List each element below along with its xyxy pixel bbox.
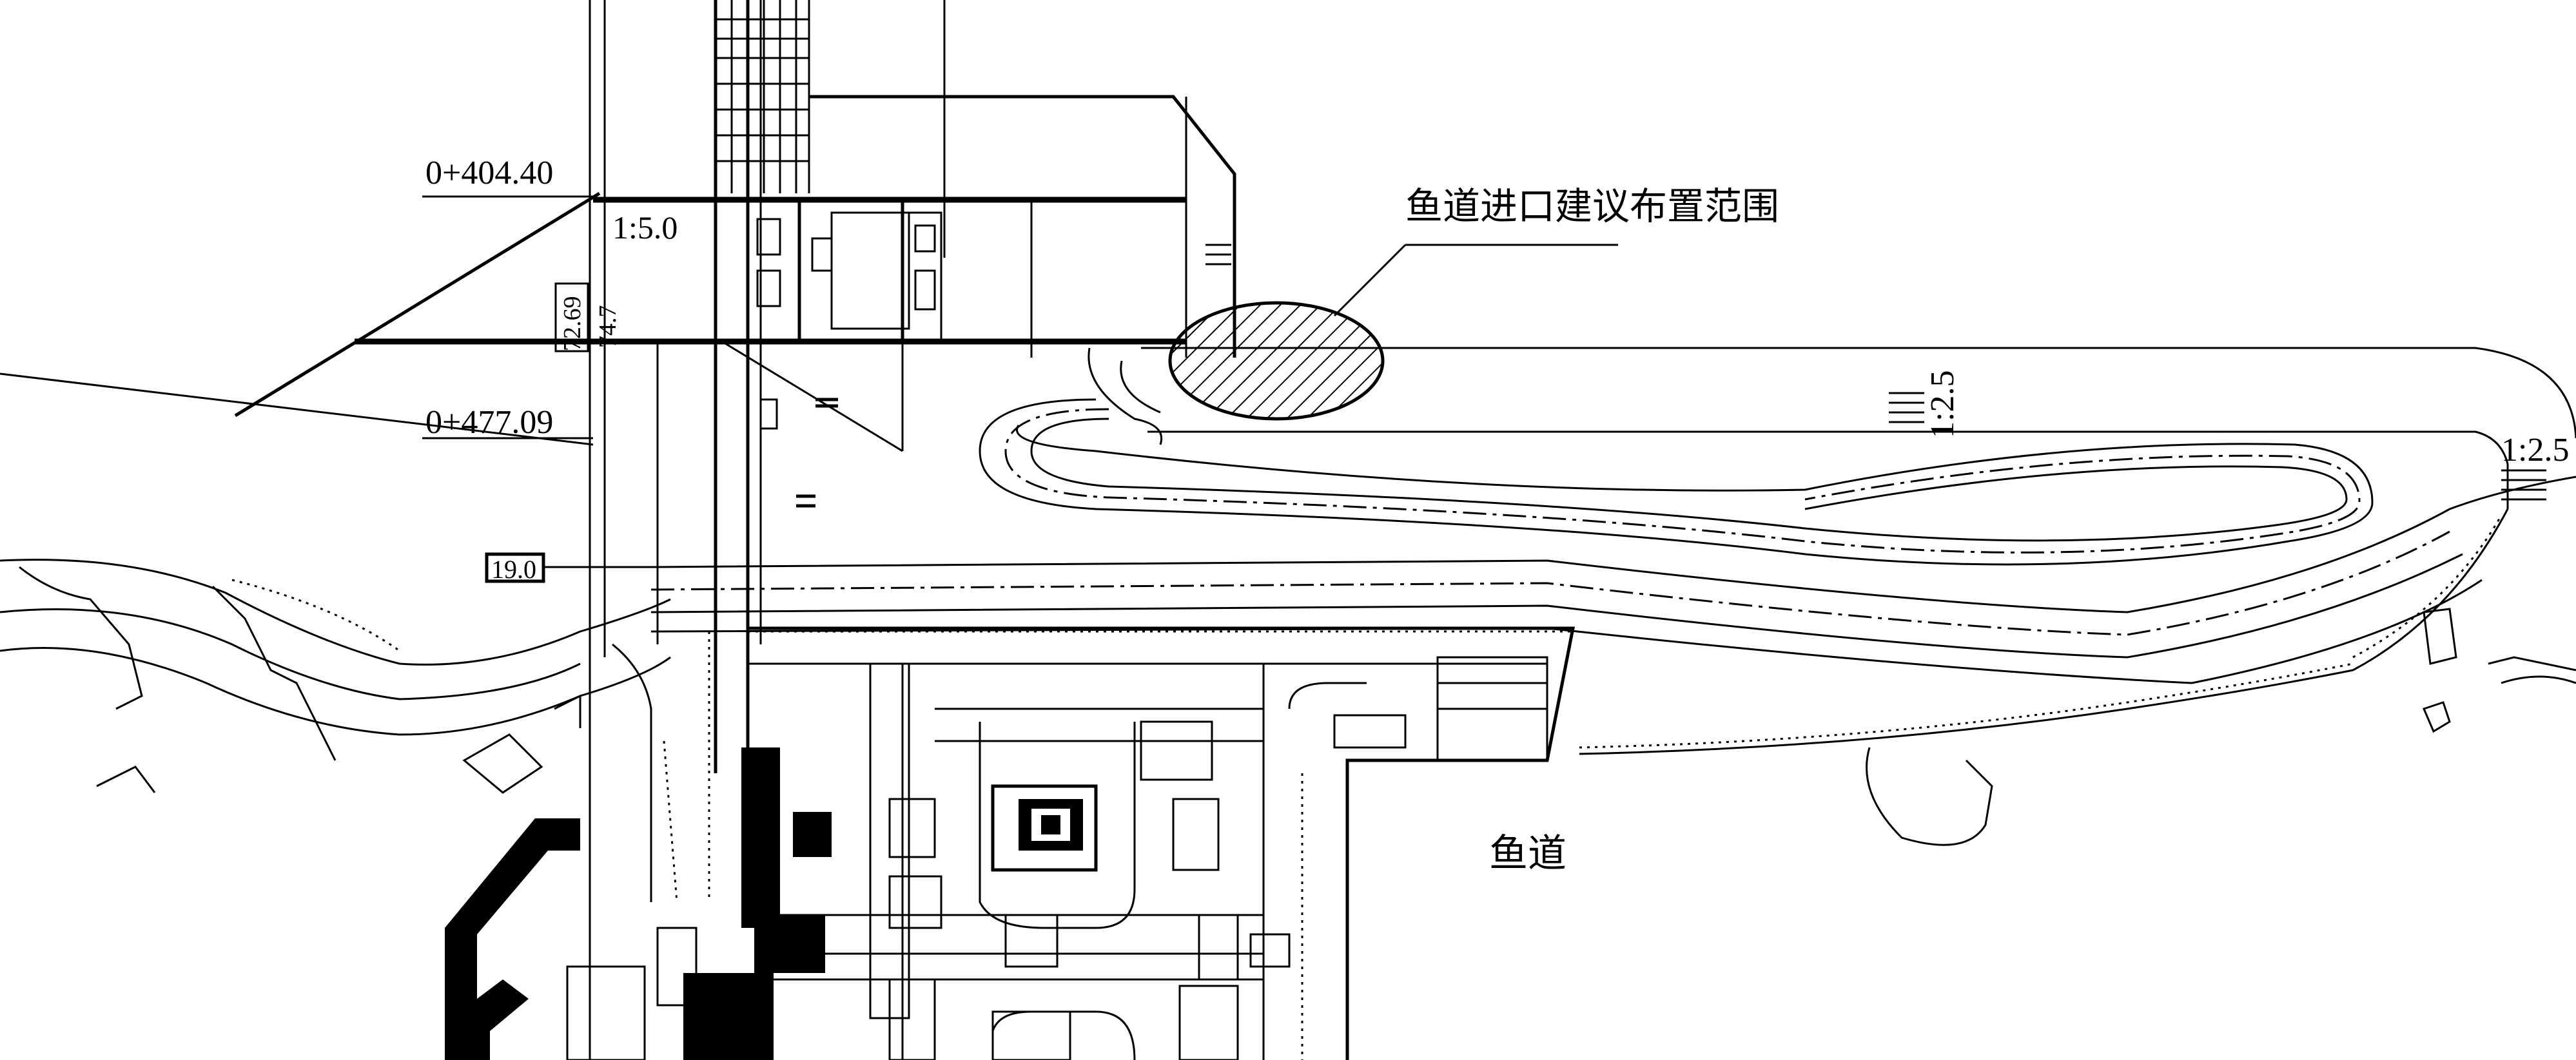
- town-structures: [445, 626, 1576, 1060]
- river-bank-left: [0, 508, 2576, 846]
- fishway-entrance-range: 鱼道进口建议布置范围: [1168, 184, 1779, 421]
- slope-tick-mid: [1889, 392, 1924, 433]
- slope-label-1-5: 1:5.0: [612, 209, 678, 246]
- elevation-19-box: 19.0: [485, 552, 651, 584]
- chainage-label-2: 0+477.09: [425, 404, 553, 441]
- slope-tick-end: [2501, 469, 2546, 501]
- slope-tick-1-5: [1205, 244, 1231, 265]
- elevation-label-vertical-2: 74.7: [594, 305, 621, 349]
- fishway-entrance-note: 鱼道进口建议布置范围: [1405, 184, 1779, 228]
- elevation-label-19: 19.0: [491, 555, 536, 584]
- fishway-channel: [650, 347, 2576, 684]
- gate-grid: [716, 0, 809, 193]
- dam-structure: [355, 0, 1236, 1060]
- elevation-label-vertical-1: 72.69: [559, 296, 586, 352]
- elevation-box: 72.69 74.7: [554, 282, 621, 352]
- slope-label-mid: 1:2.5: [1924, 371, 1961, 438]
- slope-label-end: 1:2.5: [2501, 432, 2569, 468]
- chainage-label-1: 0+404.40: [425, 155, 553, 191]
- chainage-marks: 0+404.40 0+477.09: [0, 155, 601, 446]
- fishway-label: 鱼道: [1489, 831, 1566, 876]
